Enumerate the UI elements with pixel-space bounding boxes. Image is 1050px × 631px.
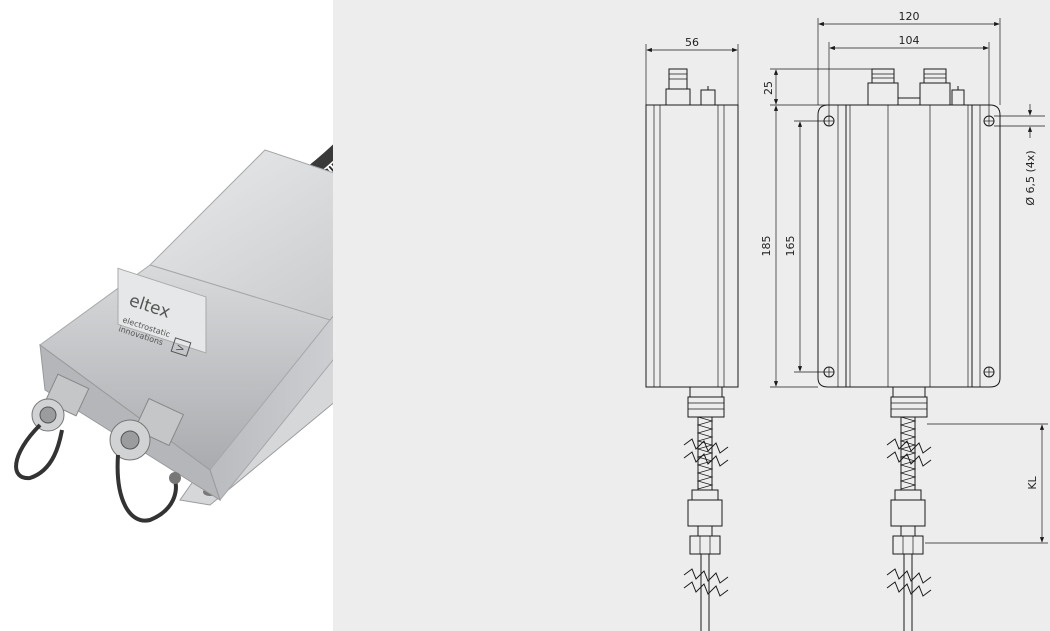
- dimension-hole-spacing-width: 104: [828, 34, 990, 116]
- technical-drawing-panel: 56: [333, 0, 1050, 631]
- dimension-overall-width: 120: [817, 10, 1001, 105]
- technical-drawing: 56: [645, 10, 1048, 631]
- mounting-hole: [823, 115, 995, 378]
- dimension-hole-diameter: Ø 6,5 (4x): [994, 104, 1045, 206]
- side-view: [645, 68, 739, 631]
- brand-arrow: >: [174, 341, 187, 356]
- dimension-overall-height: 185: [760, 105, 818, 388]
- connector-left: [14, 373, 90, 481]
- product-photo: eltex electrostatic innovations >: [14, 144, 333, 523]
- dim-overall-width-value: 120: [899, 10, 920, 23]
- dim-overall-height-value: 185: [760, 236, 773, 257]
- dim-hole-spacing-width-value: 104: [899, 34, 920, 47]
- connector-right: [109, 397, 185, 523]
- front-view: [817, 68, 1001, 631]
- dim-hole-diameter-value: Ø 6,5 (4x): [1024, 150, 1037, 205]
- dim-cable-length-value: KL: [1026, 475, 1039, 489]
- dim-connector-height-value: 25: [762, 81, 775, 95]
- dimension-cable-length: KL: [925, 423, 1048, 544]
- dimension-side-width: 56: [645, 36, 739, 105]
- dimension-hole-spacing-height: 165: [784, 120, 824, 373]
- ionizer-housing: [39, 149, 333, 502]
- dim-hole-spacing-height-value: 165: [784, 236, 797, 257]
- dimension-connector-height: 25: [762, 68, 872, 106]
- product-photo-panel: eltex electrostatic innovations >: [0, 0, 333, 631]
- dim-side-width-value: 56: [685, 36, 699, 49]
